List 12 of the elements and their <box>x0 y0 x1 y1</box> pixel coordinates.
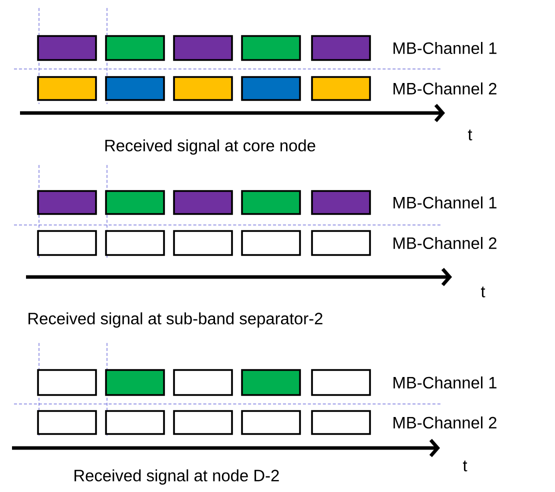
channel-label: MB-Channel 2 <box>394 416 496 429</box>
caption: Received signal at core node <box>105 139 316 155</box>
axis-label: t <box>462 460 468 472</box>
channel-label: MB-Channel 1 <box>394 42 496 54</box>
axis-label: t <box>480 286 486 298</box>
caption: Received signal at node D-2 <box>74 469 279 485</box>
caption: Received signal at sub-band separator-2 <box>28 312 322 328</box>
channel-label: MB-Channel 2 <box>394 82 496 95</box>
channel-label: MB-Channel 1 <box>394 376 496 389</box>
channel-label: MB-Channel 1 <box>394 196 496 209</box>
axis-label: t <box>468 130 472 140</box>
channel-label: MB-Channel 2 <box>394 236 496 250</box>
